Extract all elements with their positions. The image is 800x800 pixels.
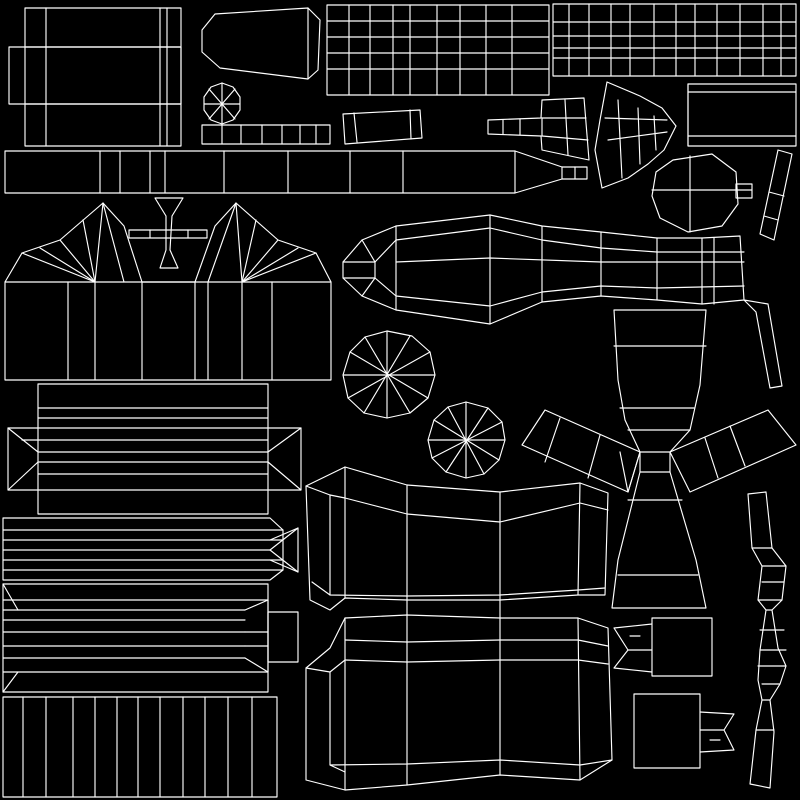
grid-top-center xyxy=(326,4,550,96)
striped-panel-3 xyxy=(2,583,299,693)
tube-piece xyxy=(342,214,745,325)
box-right-top xyxy=(687,83,797,147)
small-box-1 xyxy=(613,617,713,677)
body-panel-lower xyxy=(305,599,613,791)
bell-figure xyxy=(521,309,797,609)
tapered-piece xyxy=(342,109,423,145)
fan-piece-1 xyxy=(487,97,590,161)
long-strip xyxy=(4,150,588,194)
torso-piece xyxy=(4,202,332,381)
octagon-disc xyxy=(651,153,753,233)
grid-top-right xyxy=(552,3,797,77)
disc-large xyxy=(342,330,436,419)
hourglass-cross xyxy=(128,197,208,269)
vertical-chain xyxy=(747,491,787,789)
fan-piece-2 xyxy=(594,81,677,189)
small-strip xyxy=(201,124,331,145)
disc-small xyxy=(427,401,506,479)
striped-panel-2 xyxy=(2,517,299,581)
small-box-2 xyxy=(633,693,735,769)
cap-shell xyxy=(201,7,321,80)
body-panel-upper xyxy=(305,466,609,611)
vertical-strips xyxy=(2,696,278,798)
striped-panel-1 xyxy=(7,383,302,515)
box-unwrap-top-left xyxy=(8,7,182,147)
arm-strip-upper xyxy=(743,149,793,389)
small-disc xyxy=(203,82,241,125)
